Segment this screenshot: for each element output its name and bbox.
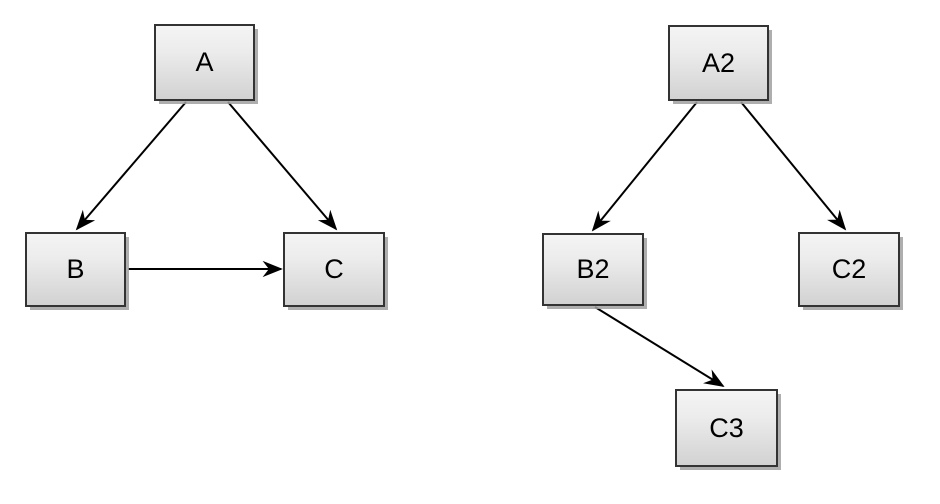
node-label-b2: B2 — [576, 254, 610, 284]
node-c2[interactable]: C2 — [798, 232, 900, 307]
edge-a-to-b[interactable] — [77, 101, 187, 229]
node-label-b: B — [66, 254, 85, 284]
edge-b2-to-c3[interactable] — [594, 306, 723, 386]
node-label-c: C — [324, 254, 344, 284]
node-label-a2: A2 — [701, 47, 736, 78]
edges-group — [77, 101, 845, 386]
edge-a-to-c[interactable] — [227, 101, 336, 229]
node-label-c2: C2 — [831, 254, 867, 284]
edge-a2-to-b2[interactable] — [593, 101, 698, 230]
node-c[interactable]: C — [283, 232, 385, 307]
node-label-a: A — [195, 47, 214, 77]
node-c3[interactable]: C3 — [675, 389, 778, 467]
edge-a2-to-c2[interactable] — [740, 101, 845, 229]
node-label-c3: C3 — [709, 412, 744, 443]
node-a2[interactable]: A2 — [668, 25, 769, 101]
node-b2[interactable]: B2 — [542, 233, 644, 306]
node-a[interactable]: A — [154, 24, 255, 101]
node-b[interactable]: B — [25, 232, 126, 307]
